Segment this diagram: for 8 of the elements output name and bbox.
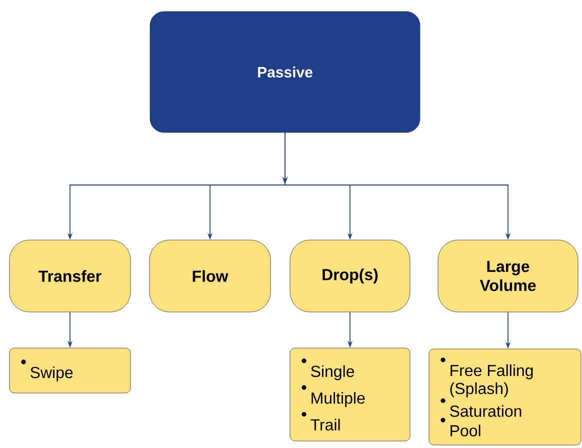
root-box: Passive xyxy=(150,11,420,133)
list-box: Single Multiple Trail xyxy=(290,348,410,442)
category-box: Large Volume xyxy=(438,240,578,312)
list-box: Swipe xyxy=(9,348,131,394)
category-box: Flow xyxy=(149,240,271,312)
category-box: Drop(s) xyxy=(290,240,410,312)
list-box: Free Falling (Splash) Saturation Pool xyxy=(428,348,582,446)
category-box: Transfer xyxy=(9,240,131,312)
